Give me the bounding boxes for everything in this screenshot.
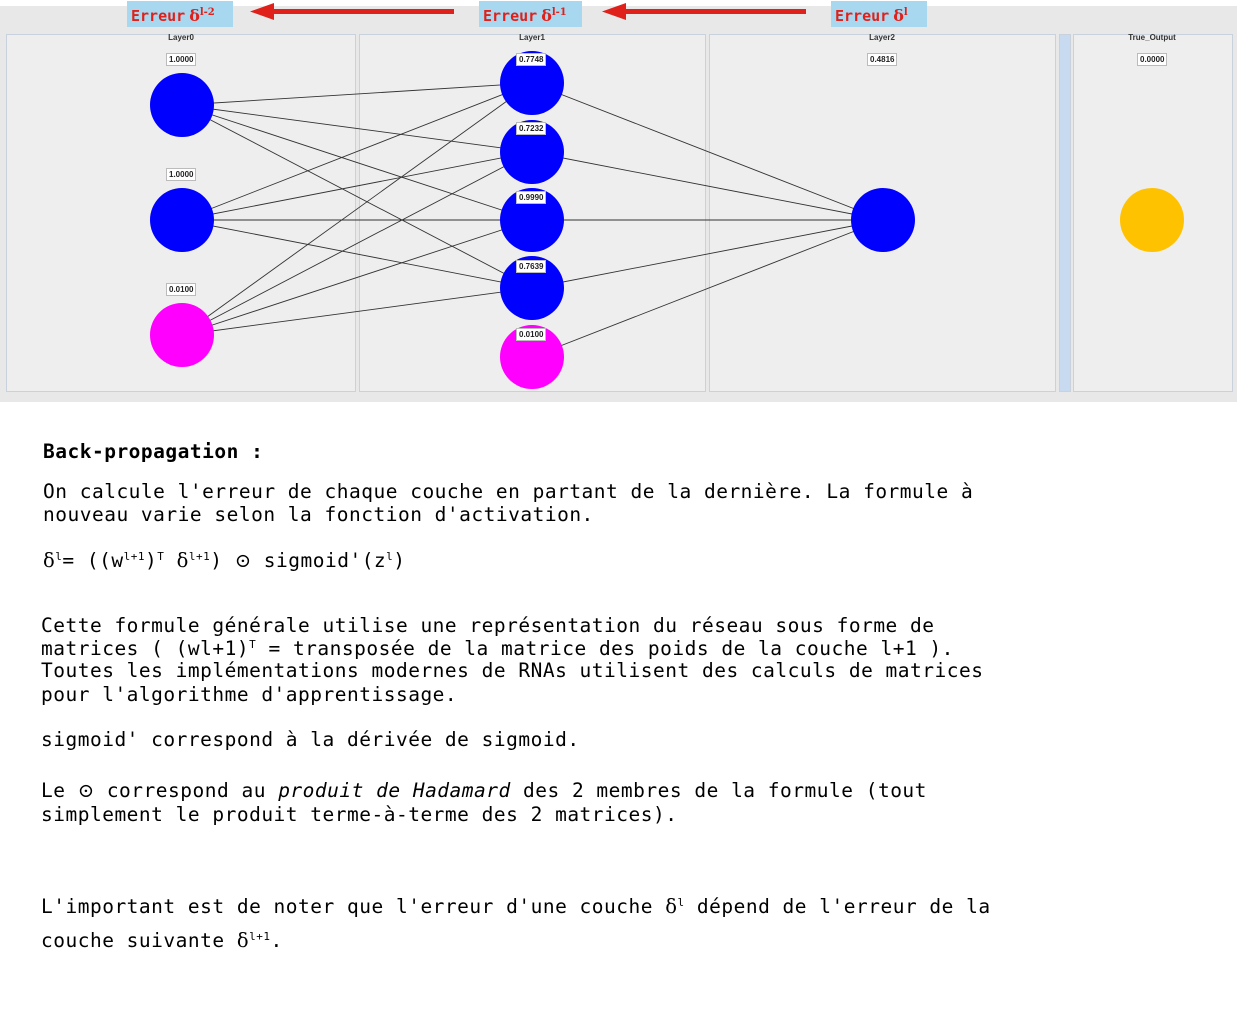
- splitter-bar[interactable]: [1059, 34, 1071, 392]
- network-visualization: [0, 6, 1237, 402]
- true-output-neuron: [1120, 188, 1184, 252]
- neuron: [150, 188, 214, 252]
- arrows: [250, 3, 806, 20]
- bias-neuron: [500, 325, 564, 389]
- paragraph-line: couche suivante δl+1.: [41, 929, 283, 952]
- connection-line: [181, 82, 533, 336]
- connection-line: [181, 219, 533, 289]
- layer1-title: Layer1: [519, 33, 545, 42]
- neuron-value: 1.0000: [166, 168, 197, 181]
- connection-line: [181, 82, 533, 221]
- neuron-value: 0.0000: [1137, 53, 1168, 66]
- connection-line: [181, 104, 533, 153]
- layer0-title: Layer0: [168, 33, 194, 42]
- connection-line: [531, 151, 884, 221]
- neuron-value: 0.0100: [516, 328, 547, 341]
- connection-line: [531, 82, 884, 221]
- section-heading: Back-propagation :: [43, 440, 264, 463]
- neuron-value: 0.7748: [516, 53, 547, 66]
- network-graph: [150, 51, 1184, 389]
- neuron: [500, 120, 564, 184]
- layer2-title: Layer2: [869, 33, 895, 42]
- left-arrow-icon: [250, 3, 454, 20]
- true-output-title: True_Output: [1128, 33, 1176, 42]
- paragraph-line: On calcule l'erreur de chaque couche en …: [43, 480, 974, 503]
- connection-line: [181, 82, 533, 106]
- connection-line: [531, 219, 884, 289]
- connection-line: [531, 219, 884, 358]
- connection-line: [181, 219, 533, 336]
- paragraph-line: Cette formule générale utilise une repré…: [41, 614, 935, 637]
- paragraph-line: simplement le produit terme-à-terme des …: [41, 803, 678, 826]
- paragraph-line: L'important est de noter que l'erreur d'…: [41, 895, 991, 918]
- neuron-value: 0.7639: [516, 260, 547, 273]
- paragraph-line: Le ⊙ correspond au produit de Hadamard d…: [41, 779, 927, 802]
- paragraph-line: nouveau varie selon la fonction d'activa…: [43, 503, 594, 526]
- formula: δl= ((wl+1)T δl+1) ⊙ sigmoid'(zl): [43, 549, 406, 572]
- bias-neuron: [150, 303, 214, 367]
- connection-line: [181, 104, 533, 221]
- neuron: [500, 51, 564, 115]
- left-arrow-icon: [602, 3, 806, 20]
- neuron-value: 0.4816: [867, 53, 898, 66]
- paragraph-line: sigmoid' correspond à la dérivée de sigm…: [41, 728, 580, 751]
- connection-line: [181, 287, 533, 336]
- output-neuron: [851, 188, 915, 252]
- hadamard-operator: ⊙: [234, 549, 252, 572]
- neuron-value: 1.0000: [166, 53, 197, 66]
- neuron-value: 0.9990: [516, 191, 547, 204]
- paragraph-line: matrices ( (wl+1)T = transposée de la ma…: [41, 637, 954, 660]
- neuron: [150, 73, 214, 137]
- neuron: [500, 188, 564, 252]
- neuron-value: 0.0100: [166, 283, 197, 296]
- paragraph-line: Toutes les implémentations modernes de R…: [41, 659, 984, 682]
- connection-line: [181, 104, 533, 289]
- connection-line: [181, 151, 533, 221]
- neuron-value: 0.7232: [516, 122, 547, 135]
- paragraph-line: pour l'algorithme d'apprentissage.: [41, 683, 458, 706]
- connection-line: [181, 151, 533, 336]
